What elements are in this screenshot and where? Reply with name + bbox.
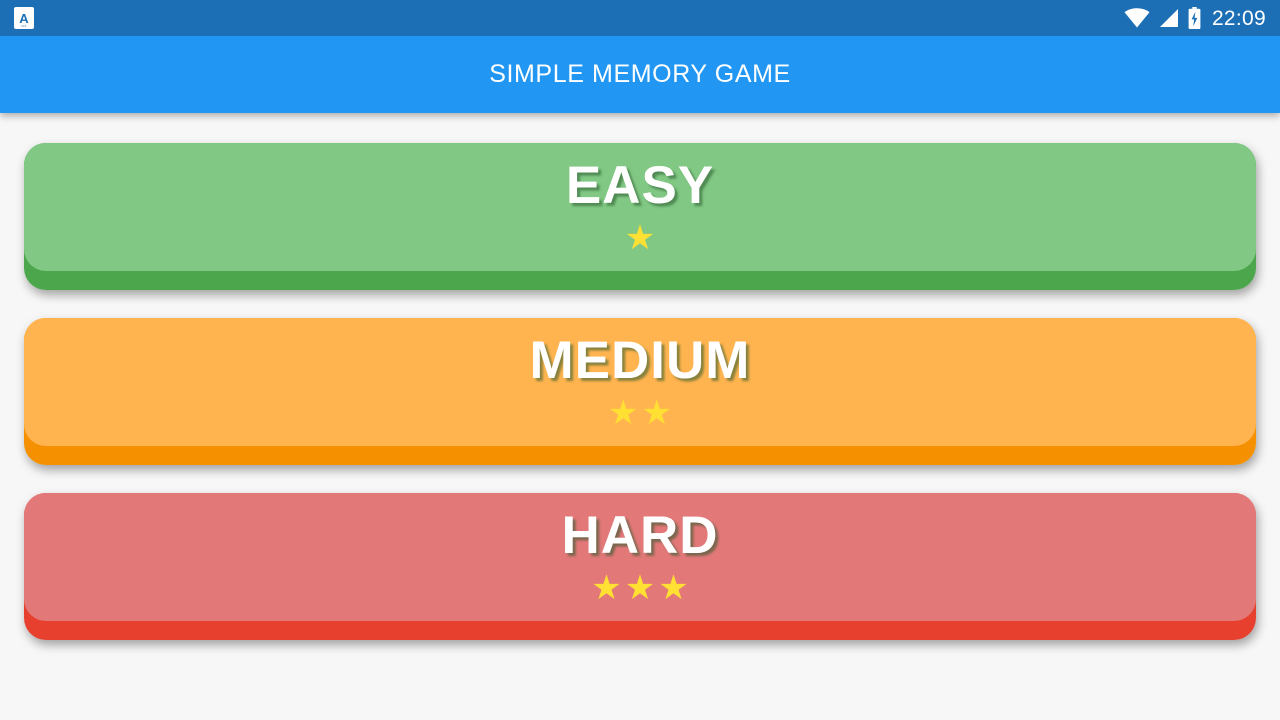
- star-icon: ★: [608, 394, 639, 432]
- star-rating-easy: ★: [625, 221, 655, 255]
- star-icon: ★: [624, 219, 656, 257]
- star-icon: ★: [658, 569, 689, 607]
- button-face-hard: HARD ★★★: [24, 493, 1256, 621]
- app-bar: SIMPLE MEMORY GAME: [0, 36, 1280, 113]
- status-bar: A ••• 22:09: [0, 0, 1280, 36]
- difficulty-button-medium[interactable]: MEDIUM ★★: [24, 318, 1256, 465]
- app-notification-icon: A •••: [14, 7, 34, 29]
- star-icon: ★: [641, 394, 672, 432]
- difficulty-button-easy[interactable]: EASY ★: [24, 143, 1256, 290]
- page-title: SIMPLE MEMORY GAME: [489, 60, 791, 88]
- difficulty-label-medium: MEDIUM: [529, 331, 751, 390]
- cellular-signal-icon: [1159, 8, 1179, 28]
- difficulty-label-hard: HARD: [561, 506, 719, 565]
- difficulty-label-easy: EASY: [565, 156, 715, 215]
- notification-icon-sublabel: •••: [21, 23, 27, 28]
- star-rating-hard: ★★★: [591, 571, 688, 605]
- battery-charging-icon: [1188, 7, 1201, 29]
- wifi-icon: [1124, 8, 1150, 28]
- difficulty-button-hard[interactable]: HARD ★★★: [24, 493, 1256, 640]
- star-icon: ★: [591, 569, 622, 607]
- status-bar-right: 22:09: [1124, 7, 1266, 29]
- button-face-easy: EASY ★: [24, 143, 1256, 271]
- notification-icon-letter: A: [19, 10, 29, 26]
- status-bar-left: A •••: [14, 7, 34, 29]
- star-rating-medium: ★★: [608, 396, 672, 430]
- status-bar-clock: 22:09: [1211, 6, 1266, 30]
- button-face-medium: MEDIUM ★★: [24, 318, 1256, 446]
- star-icon: ★: [624, 569, 656, 607]
- difficulty-selection-list: EASY ★ MEDIUM ★★ HARD ★★★: [0, 113, 1280, 720]
